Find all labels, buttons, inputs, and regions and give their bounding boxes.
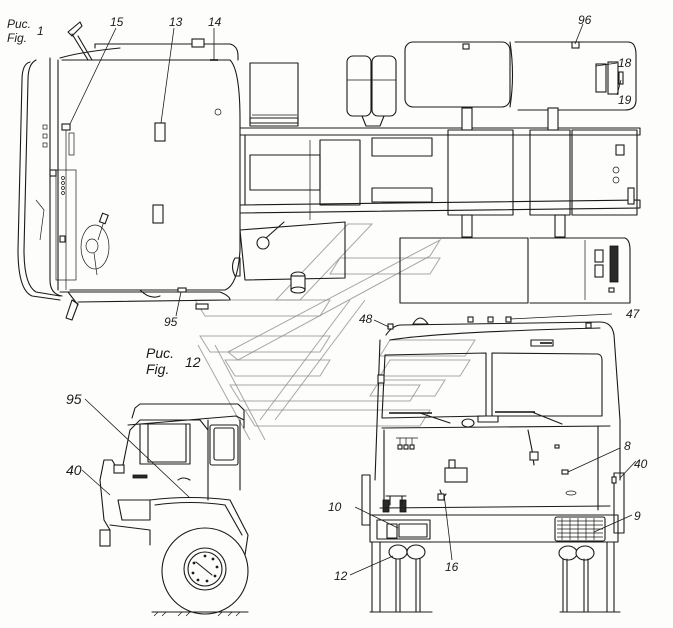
- svg-text:12: 12: [185, 354, 201, 370]
- callout-9: 9: [634, 509, 641, 523]
- lamp-8: [561, 469, 569, 475]
- rear-view: [361, 316, 625, 613]
- figure-caption-12: Рис. Fig. 12: [146, 345, 201, 377]
- top-view: [17, 21, 641, 321]
- roof-hatch-rear: [152, 204, 164, 224]
- callout-40-rear: 40: [634, 457, 648, 471]
- mirror-lamp-40: [611, 476, 617, 484]
- roof-lamp-47: [505, 316, 512, 323]
- callout-labels: 15 13 14 96 18 19 95 95 40 48 47 8 40 10…: [66, 13, 648, 583]
- figure-caption-1: Рис. Fig. 1: [7, 17, 44, 45]
- steering-wheel: [80, 224, 110, 270]
- air-tanks: [346, 55, 397, 127]
- callout-16: 16: [445, 560, 459, 574]
- plate-lamp-box: [376, 519, 431, 540]
- tail-lamp-grille: [554, 516, 606, 542]
- callout-14: 14: [208, 15, 222, 29]
- callout-95-side: 95: [66, 391, 82, 407]
- callout-13: 13: [169, 15, 183, 29]
- callout-18: 18: [618, 56, 632, 70]
- svg-text:Fig.: Fig.: [7, 31, 27, 45]
- side-view: [99, 403, 249, 617]
- callout-15: 15: [110, 15, 124, 29]
- svg-text:Рис.: Рис.: [7, 17, 31, 31]
- callout-96: 96: [578, 13, 592, 27]
- callout-8: 8: [624, 439, 631, 453]
- callout-47: 47: [626, 307, 641, 321]
- callout-10: 10: [328, 500, 342, 514]
- svg-text:Рис.: Рис.: [146, 345, 174, 361]
- watermark: [194, 223, 476, 441]
- roof-hatch-front: [154, 122, 166, 142]
- leader-lines: [69, 23, 637, 576]
- callout-12: 12: [334, 569, 348, 583]
- indicator-row: [61, 176, 65, 195]
- wheel-studs: [191, 554, 219, 583]
- callout-48: 48: [359, 312, 373, 326]
- front-wheel: [161, 527, 249, 615]
- svg-text:1: 1: [37, 24, 44, 38]
- callout-40-side: 40: [66, 462, 82, 478]
- svg-text:Fig.: Fig.: [146, 361, 169, 377]
- callout-19: 19: [618, 93, 632, 107]
- callout-95-top: 95: [164, 315, 178, 329]
